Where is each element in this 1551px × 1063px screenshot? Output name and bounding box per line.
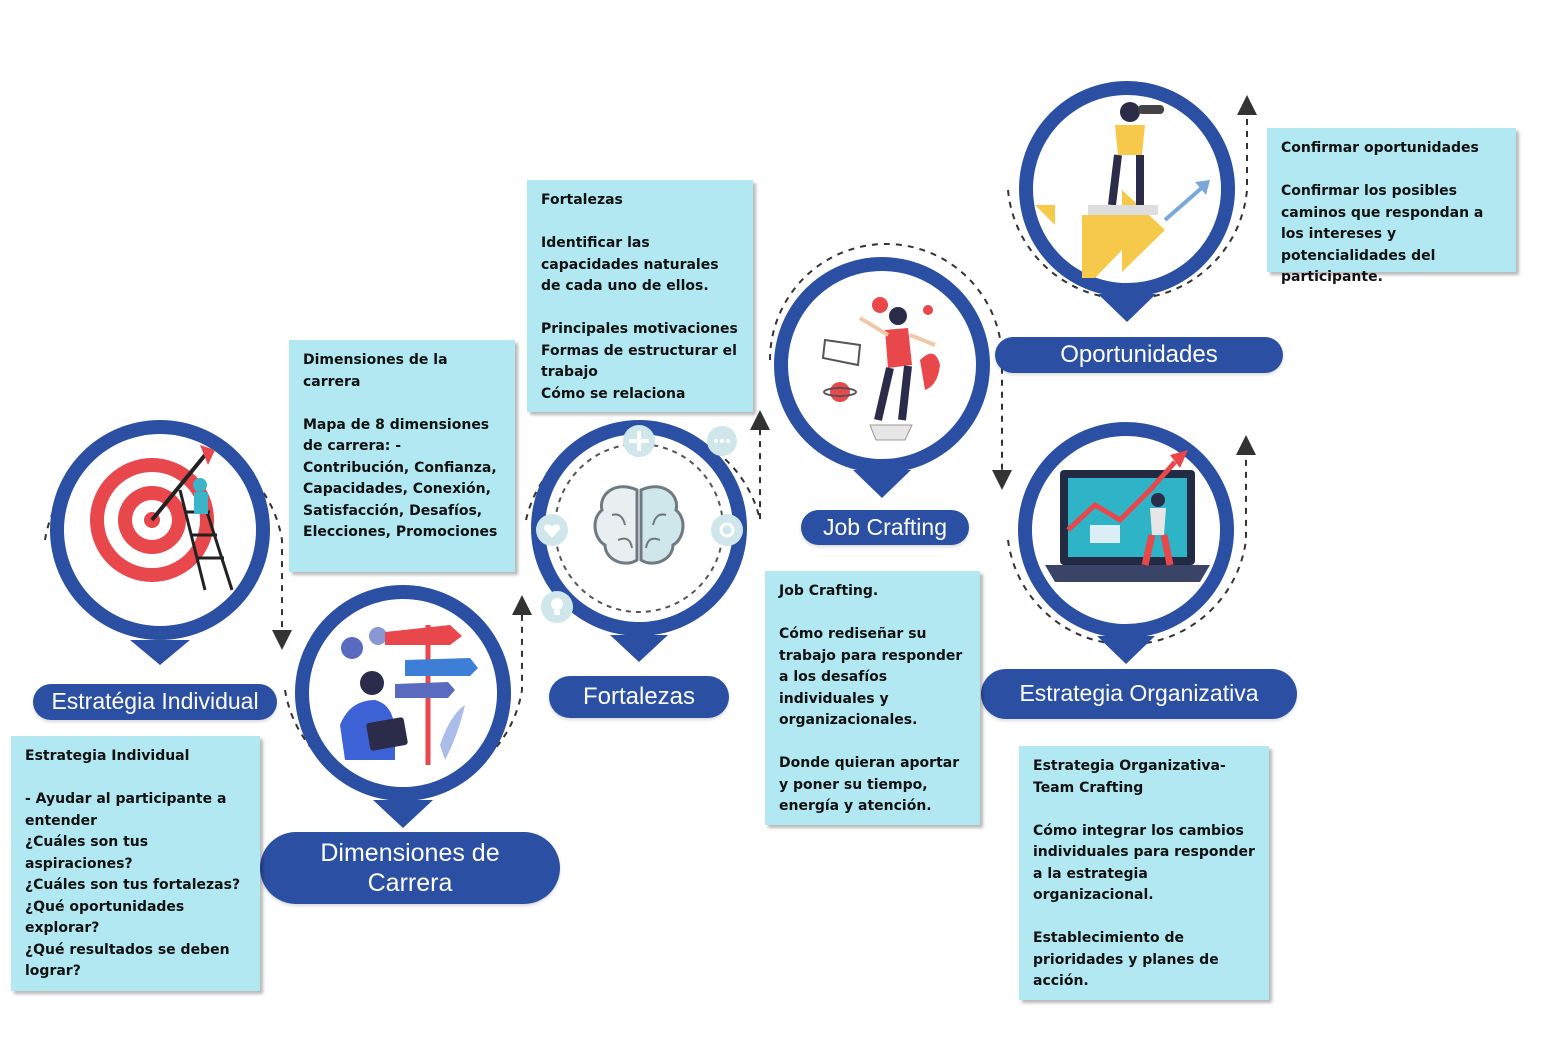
note-body: - Ayudar al participante a entender ¿Cuá… (25, 791, 241, 979)
stage-estrategia-individual-marker (44, 420, 292, 665)
note-body: Mapa de 8 dimensiones de carrera: - Cont… (303, 416, 498, 541)
stage-oportunidades-marker (1007, 81, 1257, 322)
note-title: Estrategia Organizativa- Team Crafting (1033, 758, 1226, 796)
note-fortalezas: Fortalezas Identificar las capacidades n… (527, 180, 753, 412)
binoculars-person-icon (1035, 102, 1210, 278)
note-title: Job Crafting. (779, 583, 879, 599)
note-paragraph: Establecimiento de prioridades y planes … (1033, 930, 1219, 989)
gear-icon (711, 514, 743, 546)
stage-label-oportunidades: Oportunidades (995, 337, 1283, 373)
dashed-arc-6 (1007, 435, 1256, 646)
stage-label-estrategia-organizativa: Estrategia Organizativa (981, 669, 1297, 719)
stage-fortalezas-marker (525, 410, 770, 662)
note-title: Fortalezas (541, 192, 623, 208)
note-paragraph: Principales motivaciones Formas de estru… (541, 321, 738, 402)
dashed-arc-4 (769, 243, 1012, 490)
chat-icon (707, 426, 737, 456)
floating-person-icon (821, 297, 940, 441)
heart-icon (536, 514, 568, 546)
note-estrategia-organizativa: Estrategia Organizativa- Team Crafting C… (1019, 746, 1269, 1000)
note-dimensiones-carrera: Dimensiones de la carrera Mapa de 8 dime… (289, 340, 515, 572)
lightbulb-icon (541, 591, 573, 623)
stage-dimensiones-carrera-marker (284, 585, 532, 828)
stage-estrategia-organizativa-marker (1007, 422, 1256, 664)
note-title: Estrategia Individual (25, 748, 190, 764)
note-estrategia-individual: Estrategia Individual - Ayudar al partic… (11, 736, 260, 991)
target-ladder-icon (90, 445, 234, 591)
stage-label-estrategia-individual: Estratégia Individual (33, 684, 277, 720)
note-paragraph: Cómo integrar los cambios individuales p… (1033, 822, 1255, 904)
note-body: Confirmar los posibles caminos que respo… (1281, 183, 1484, 285)
brain-icon (593, 485, 685, 565)
note-title: Confirmar oportunidades (1281, 140, 1479, 156)
signpost-person-icon (340, 625, 478, 765)
stage-job-crafting-marker (769, 243, 1012, 498)
note-job-crafting: Job Crafting. Cómo rediseñar su trabajo … (765, 571, 980, 825)
plus-icon (623, 425, 655, 457)
note-paragraph: Donde quieran aportar y poner su tiempo,… (779, 755, 960, 814)
note-paragraph: Cómo rediseñar su trabajo para responder… (779, 626, 963, 728)
note-oportunidades: Confirmar oportunidades Confirmar los po… (1267, 128, 1516, 285)
stage-label-dimensiones-carrera: Dimensiones de Carrera (260, 832, 560, 904)
laptop-growth-icon (1045, 450, 1210, 582)
note-title: Dimensiones de la carrera (303, 352, 448, 390)
stage-label-fortalezas: Fortalezas (549, 676, 729, 718)
note-paragraph: Identificar las capacidades naturales de… (541, 235, 719, 294)
stage-label-job-crafting: Job Crafting (801, 510, 969, 545)
